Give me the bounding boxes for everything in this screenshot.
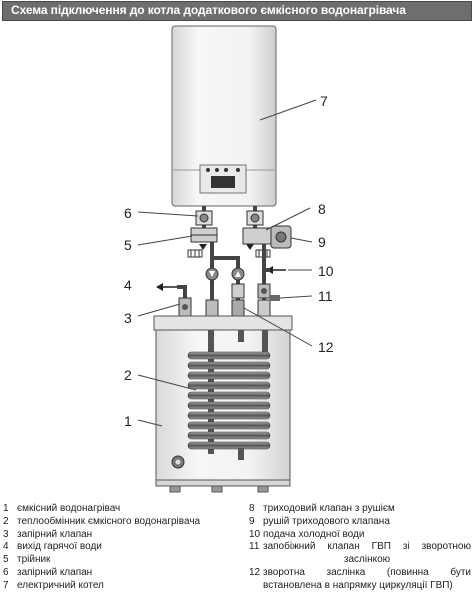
legend-text: вихід гарячої води bbox=[17, 541, 102, 553]
pipe-fittings bbox=[178, 267, 280, 317]
shutoff-valve-right bbox=[246, 210, 264, 226]
legend-number: 4 bbox=[3, 541, 9, 553]
leader-lines bbox=[137, 99, 317, 427]
connection-diagram: 1 2 3 4 5 6 7 8 9 10 11 12 bbox=[124, 25, 334, 493]
callout-10: 10 bbox=[318, 263, 334, 279]
legend-item: 3 запірний клапан bbox=[3, 529, 228, 542]
legend-item: 7 електричний котел bbox=[3, 580, 228, 593]
legend-number: 9 bbox=[249, 515, 255, 527]
legend-item: 5 трійник bbox=[3, 554, 228, 567]
legend-text: триходовий клапан з рушієм bbox=[263, 503, 395, 514]
legend-text-line2: заслінкою bbox=[343, 554, 391, 566]
callout-5: 5 bbox=[124, 237, 132, 253]
diagram-title: Схема підключення до котла додаткового є… bbox=[11, 3, 406, 17]
legend-number: 6 bbox=[3, 566, 9, 578]
legend-item: 6 запірний клапан bbox=[3, 567, 228, 580]
legend-number: 2 bbox=[3, 515, 9, 527]
safety-valve-11 bbox=[205, 299, 219, 317]
legend-item: 4 вихід гарячої води bbox=[3, 541, 228, 554]
legend-text: подача холодної води bbox=[263, 528, 365, 540]
legend-number: 1 bbox=[3, 503, 9, 514]
callout-4: 4 bbox=[124, 277, 132, 293]
callout-8: 8 bbox=[318, 201, 326, 217]
legend-number: 7 bbox=[3, 579, 9, 591]
legend-number: 5 bbox=[3, 554, 9, 566]
legend-text: запірний клапан bbox=[17, 566, 93, 578]
legend-text: електричний котел bbox=[17, 579, 104, 591]
legend-number: 12 bbox=[249, 566, 261, 578]
legend-right: 8 триходовий клапан з рушієм 9 рушій трихо… bbox=[249, 503, 471, 593]
check-valve-12 bbox=[231, 299, 245, 317]
callout-1: 1 bbox=[124, 413, 132, 429]
legend-text: теплообмінник ємкісного водонагрівача bbox=[17, 515, 201, 527]
hot-water-arrow bbox=[156, 283, 187, 292]
callout-9: 9 bbox=[318, 234, 326, 250]
heat-exchanger-coil bbox=[187, 330, 271, 460]
flow-arrows bbox=[199, 244, 254, 250]
cold-water-arrow bbox=[264, 266, 286, 274]
legend-item: 2 теплообмінник ємкісного водонагрівача bbox=[3, 516, 228, 529]
legend-item: 1 ємкісний водонагрівач bbox=[3, 503, 228, 516]
legend-item: 8 триходовий клапан з рушієм bbox=[249, 503, 471, 516]
legend-number: 11 bbox=[249, 541, 260, 553]
legend-text-line1: зворотна заслінка (повинна бути bbox=[263, 566, 471, 578]
legend-item: 9 рушій триходового клапана bbox=[249, 516, 471, 529]
legend-text-line1: запобіжний клапан ГВП зі зворотною bbox=[263, 541, 471, 553]
callout-7: 7 bbox=[320, 93, 328, 109]
legend-text: рушій триходового клапана bbox=[263, 515, 390, 527]
legend-text: трійник bbox=[17, 554, 51, 566]
callout-12: 12 bbox=[318, 339, 334, 355]
callout-6: 6 bbox=[124, 205, 132, 221]
electric-boiler bbox=[171, 25, 277, 207]
title-bar: Схема підключення до котла додаткового є… bbox=[2, 1, 472, 21]
callout-11: 11 bbox=[318, 288, 333, 304]
legend-number: 10 bbox=[249, 528, 261, 540]
tee-fitting bbox=[190, 227, 218, 243]
shutoff-valve-left bbox=[195, 210, 213, 226]
three-way-valve bbox=[242, 225, 292, 249]
legend-text: запірний клапан bbox=[17, 528, 93, 540]
legend-text: ємкісний водонагрівач bbox=[17, 503, 121, 514]
legend-text-line2: встановлена в напрямку циркуляції ГВП) bbox=[263, 579, 453, 591]
system-return-symbols bbox=[187, 249, 271, 258]
callout-2: 2 bbox=[124, 367, 132, 383]
legend-left: 1 ємкісний водонагрівач 2 теплообмінник єм… bbox=[3, 503, 228, 593]
callout-3: 3 bbox=[124, 310, 132, 326]
legend-number: 8 bbox=[249, 503, 255, 514]
legend-number: 3 bbox=[3, 528, 9, 540]
